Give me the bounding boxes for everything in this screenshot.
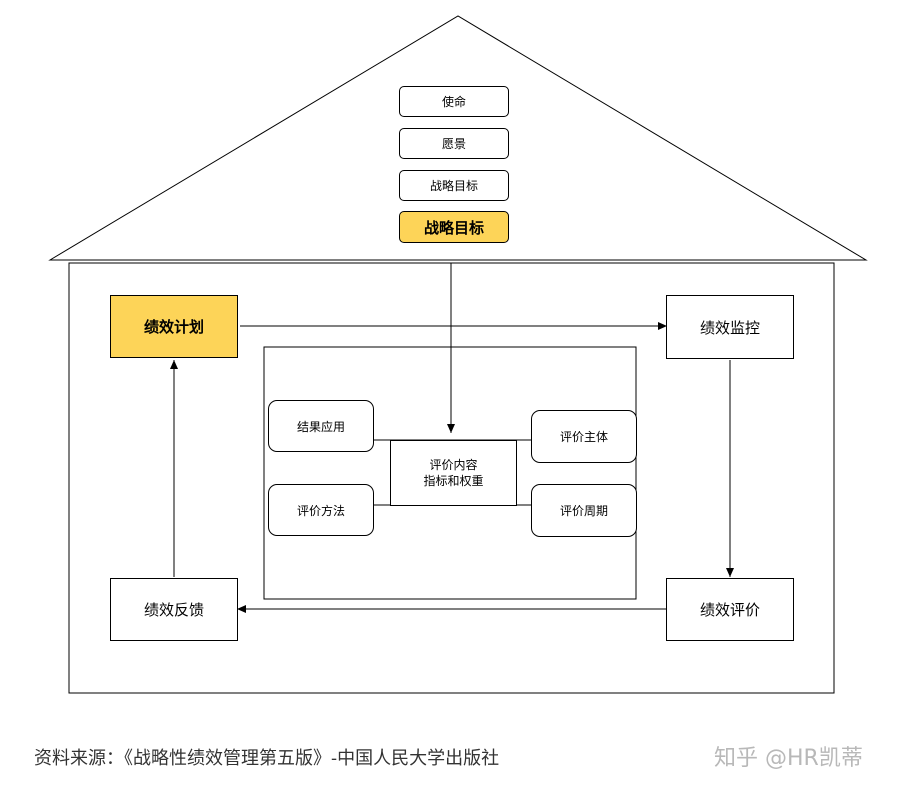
evaluation-content-box: 评价内容 指标和权重	[390, 440, 517, 506]
mission-box: 使命	[399, 86, 509, 117]
source-caption: 资料来源：《战略性绩效管理第五版》-中国人民大学出版社	[34, 748, 500, 769]
strategic-goal-box: 战略目标	[399, 170, 509, 201]
watermark: 知乎 @HR凯蒂	[714, 746, 863, 771]
evaluation-subject-box: 评价主体	[531, 410, 637, 463]
performance-evaluate-box: 绩效评价	[666, 578, 794, 641]
performance-plan-box: 绩效计划	[110, 295, 238, 358]
evaluation-method-box: 评价方法	[268, 484, 374, 536]
evaluation-content-title: 评价内容	[429, 458, 478, 472]
evaluation-content-subtitle: 指标和权重	[423, 474, 484, 488]
vision-box: 愿景	[399, 128, 509, 159]
evaluation-period-box: 评价周期	[531, 484, 637, 537]
strategic-goal-highlight-box: 战略目标	[399, 211, 509, 243]
house-roof	[48, 15, 868, 261]
core-frame	[263, 346, 637, 600]
performance-feedback-box: 绩效反馈	[110, 578, 238, 641]
result-use-box: 结果应用	[268, 400, 374, 452]
performance-monitor-box: 绩效监控	[666, 295, 794, 359]
